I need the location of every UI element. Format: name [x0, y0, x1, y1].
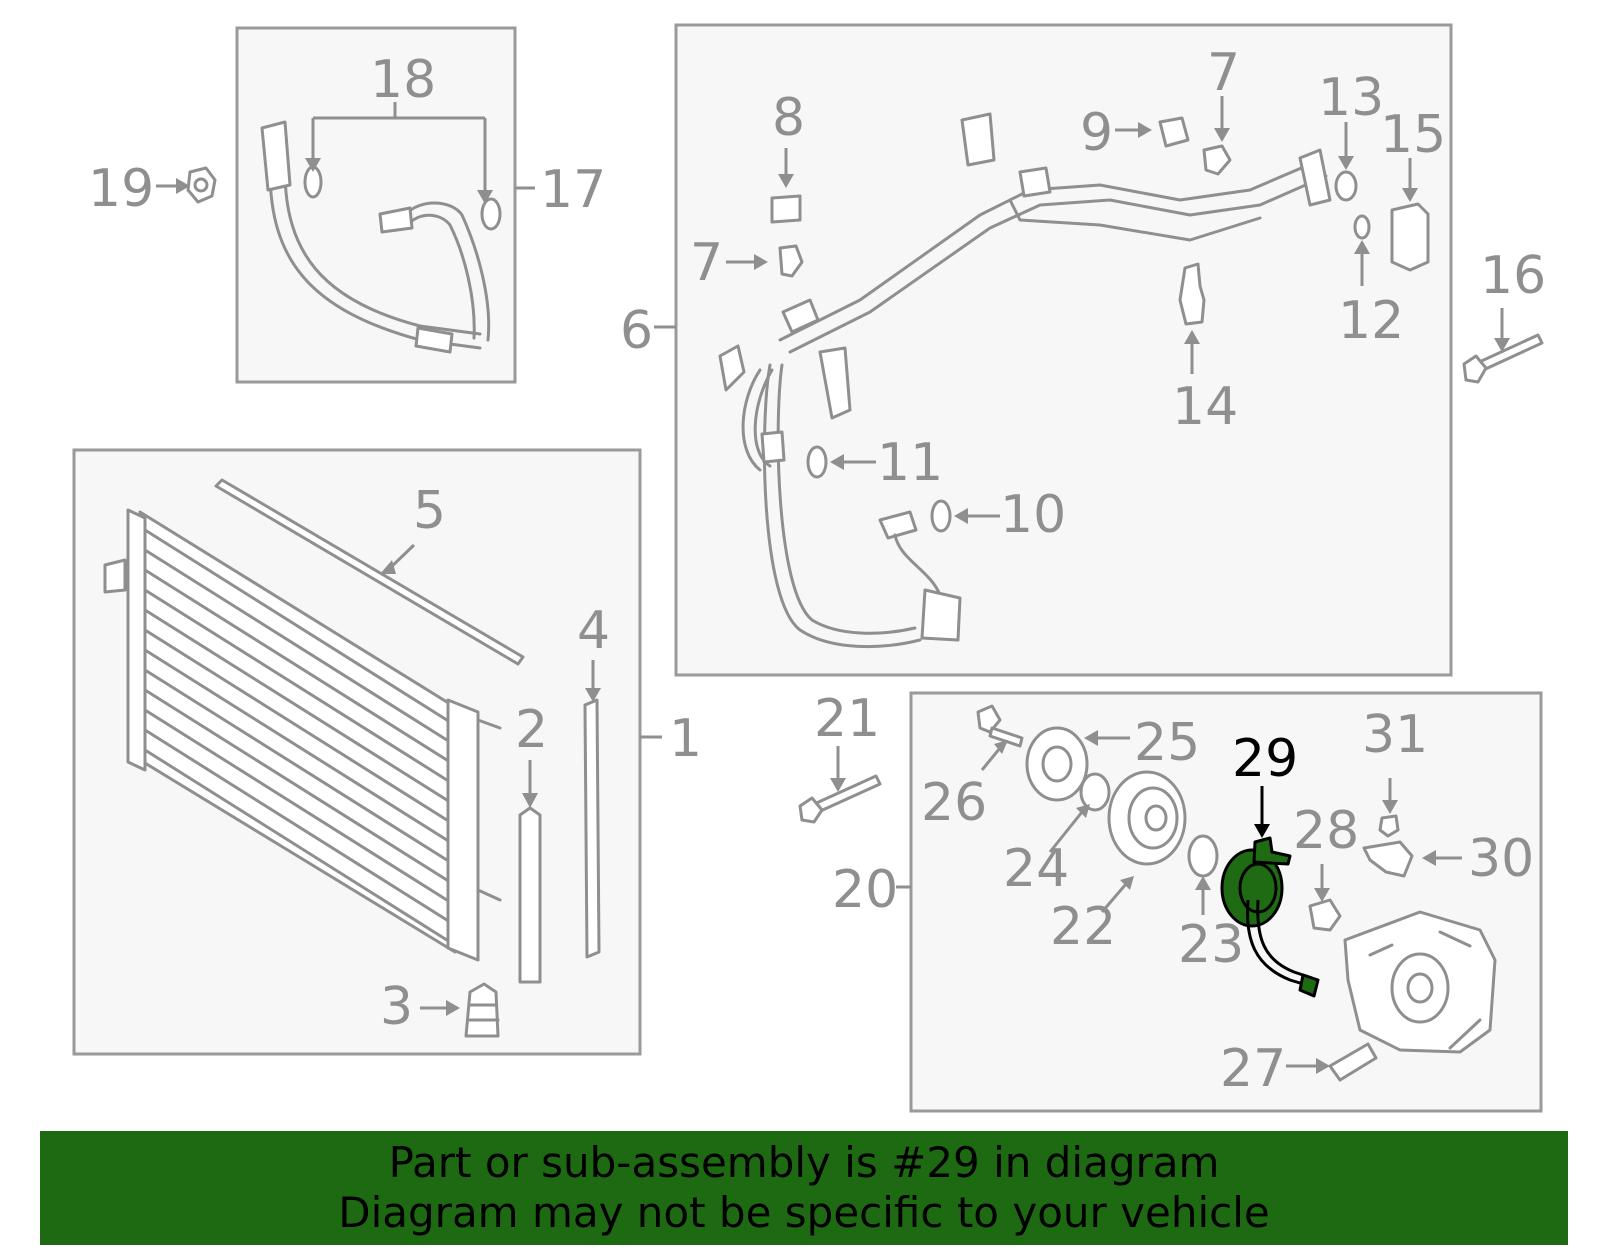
- callout-4: 4: [577, 601, 610, 661]
- valve-15: [1390, 202, 1430, 272]
- bracket-a: [718, 344, 746, 392]
- callout-23: 23: [1178, 915, 1244, 975]
- o-ring-10: [930, 499, 952, 533]
- bolt-21: [798, 774, 882, 824]
- info-banner: Part or sub-assembly is #29 in diagram D…: [40, 1131, 1568, 1245]
- callout-28: 28: [1293, 801, 1359, 861]
- callout-27: 27: [1220, 1039, 1286, 1099]
- callout-21: 21: [814, 689, 880, 749]
- ac-lines-6: [741, 148, 1332, 649]
- callout-10: 10: [1000, 485, 1066, 545]
- compressor: [1343, 910, 1497, 1054]
- cap-9: [1158, 116, 1190, 148]
- callout-7a: 7: [690, 233, 723, 293]
- bearing-28: [1308, 898, 1342, 932]
- callout-29: 29: [1232, 729, 1298, 789]
- banner-line-2: Diagram may not be specific to your vehi…: [338, 1188, 1270, 1237]
- valve-core-7a: [778, 244, 804, 278]
- seal-strip-5: [214, 478, 525, 666]
- plug-3: [464, 982, 500, 1038]
- callout-7b: 7: [1207, 43, 1240, 103]
- sensor-14: [1178, 262, 1206, 326]
- callout-30: 30: [1468, 829, 1534, 889]
- bolt-26: [976, 704, 1024, 748]
- callout-18: 18: [370, 50, 436, 110]
- callout-31: 31: [1362, 705, 1428, 765]
- callout-1: 1: [669, 709, 702, 769]
- clutch-plate-25: [1025, 726, 1089, 802]
- desiccant-4: [583, 698, 601, 959]
- callout-6: 6: [620, 301, 653, 361]
- callout-17: 17: [540, 160, 606, 220]
- field-coil-29: [1220, 836, 1320, 998]
- o-ring-12: [1353, 214, 1371, 240]
- o-ring-17: [480, 197, 502, 231]
- box-lines-6: [674, 23, 1453, 677]
- hose-17-18: [260, 120, 491, 354]
- callout-3: 3: [380, 977, 413, 1037]
- callout-2: 2: [515, 700, 548, 760]
- callout-15: 15: [1380, 105, 1446, 165]
- callout-12: 12: [1338, 291, 1404, 351]
- cap-8: [770, 194, 802, 224]
- receiver-drier-2: [518, 806, 542, 984]
- callout-19: 19: [88, 159, 154, 219]
- callout-24: 24: [1003, 839, 1069, 899]
- snap-ring-23: [1187, 834, 1219, 878]
- bracket-c: [960, 112, 996, 167]
- box-hoses-17-18: [235, 26, 517, 384]
- bolt-16: [1462, 333, 1544, 384]
- valve-core-7b: [1202, 144, 1232, 176]
- o-ring-13: [1334, 170, 1358, 202]
- callout-13: 13: [1318, 68, 1384, 128]
- callout-16: 16: [1480, 246, 1546, 306]
- nut-19: [186, 166, 217, 204]
- callout-8: 8: [772, 88, 805, 148]
- bracket-b: [818, 346, 852, 420]
- banner-line-1: Part or sub-assembly is #29 in diagram: [388, 1138, 1220, 1187]
- callout-26: 26: [921, 773, 987, 833]
- callout-9: 9: [1080, 103, 1113, 163]
- valve-27: [1328, 1042, 1378, 1082]
- callout-25: 25: [1134, 713, 1200, 773]
- bracket-30: [1362, 840, 1414, 878]
- bolt-31: [1378, 814, 1400, 838]
- callout-22: 22: [1050, 897, 1116, 957]
- o-ring-11: [806, 445, 828, 479]
- shim-24: [1079, 772, 1111, 812]
- condenser-1: [103, 508, 502, 962]
- callout-5: 5: [413, 481, 446, 541]
- callout-11: 11: [877, 433, 943, 493]
- callout-20: 20: [832, 860, 898, 920]
- callout-14: 14: [1172, 377, 1238, 437]
- pulley-22: [1107, 770, 1187, 866]
